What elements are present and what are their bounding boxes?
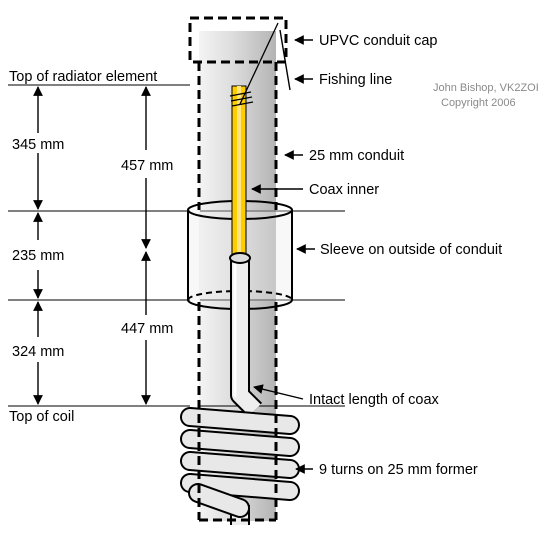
coil	[180, 407, 300, 518]
dimension-235: 235 mm	[12, 248, 64, 264]
credit-author: John Bishop, VK2ZOI	[433, 82, 539, 94]
dimension-447: 447 mm	[121, 321, 173, 337]
dimension-324: 324 mm	[12, 344, 64, 360]
credit-copyright: Copyright 2006	[441, 97, 516, 109]
dimension-457: 457 mm	[121, 158, 173, 174]
fishing-line	[229, 22, 279, 107]
label-intact-coax: Intact length of coax	[309, 392, 440, 408]
dimension-345: 345 mm	[12, 137, 64, 153]
label-top-coil: Top of coil	[9, 409, 74, 425]
dimension-arrows	[33, 86, 151, 405]
label-sleeve: Sleeve on outside of conduit	[320, 242, 502, 258]
label-fishing-line: Fishing line	[319, 72, 392, 88]
label-turns: 9 turns on 25 mm former	[319, 462, 478, 478]
label-coax-inner: Coax inner	[309, 182, 379, 198]
label-conduit-cap: UPVC conduit cap	[319, 33, 437, 49]
label-conduit: 25 mm conduit	[309, 148, 404, 164]
conduit-outline	[188, 16, 288, 522]
reference-lines	[8, 84, 345, 407]
coax-inner-conductor	[231, 85, 247, 257]
pointer-arrows	[251, 29, 315, 474]
label-top-radiator: Top of radiator element	[9, 69, 157, 85]
